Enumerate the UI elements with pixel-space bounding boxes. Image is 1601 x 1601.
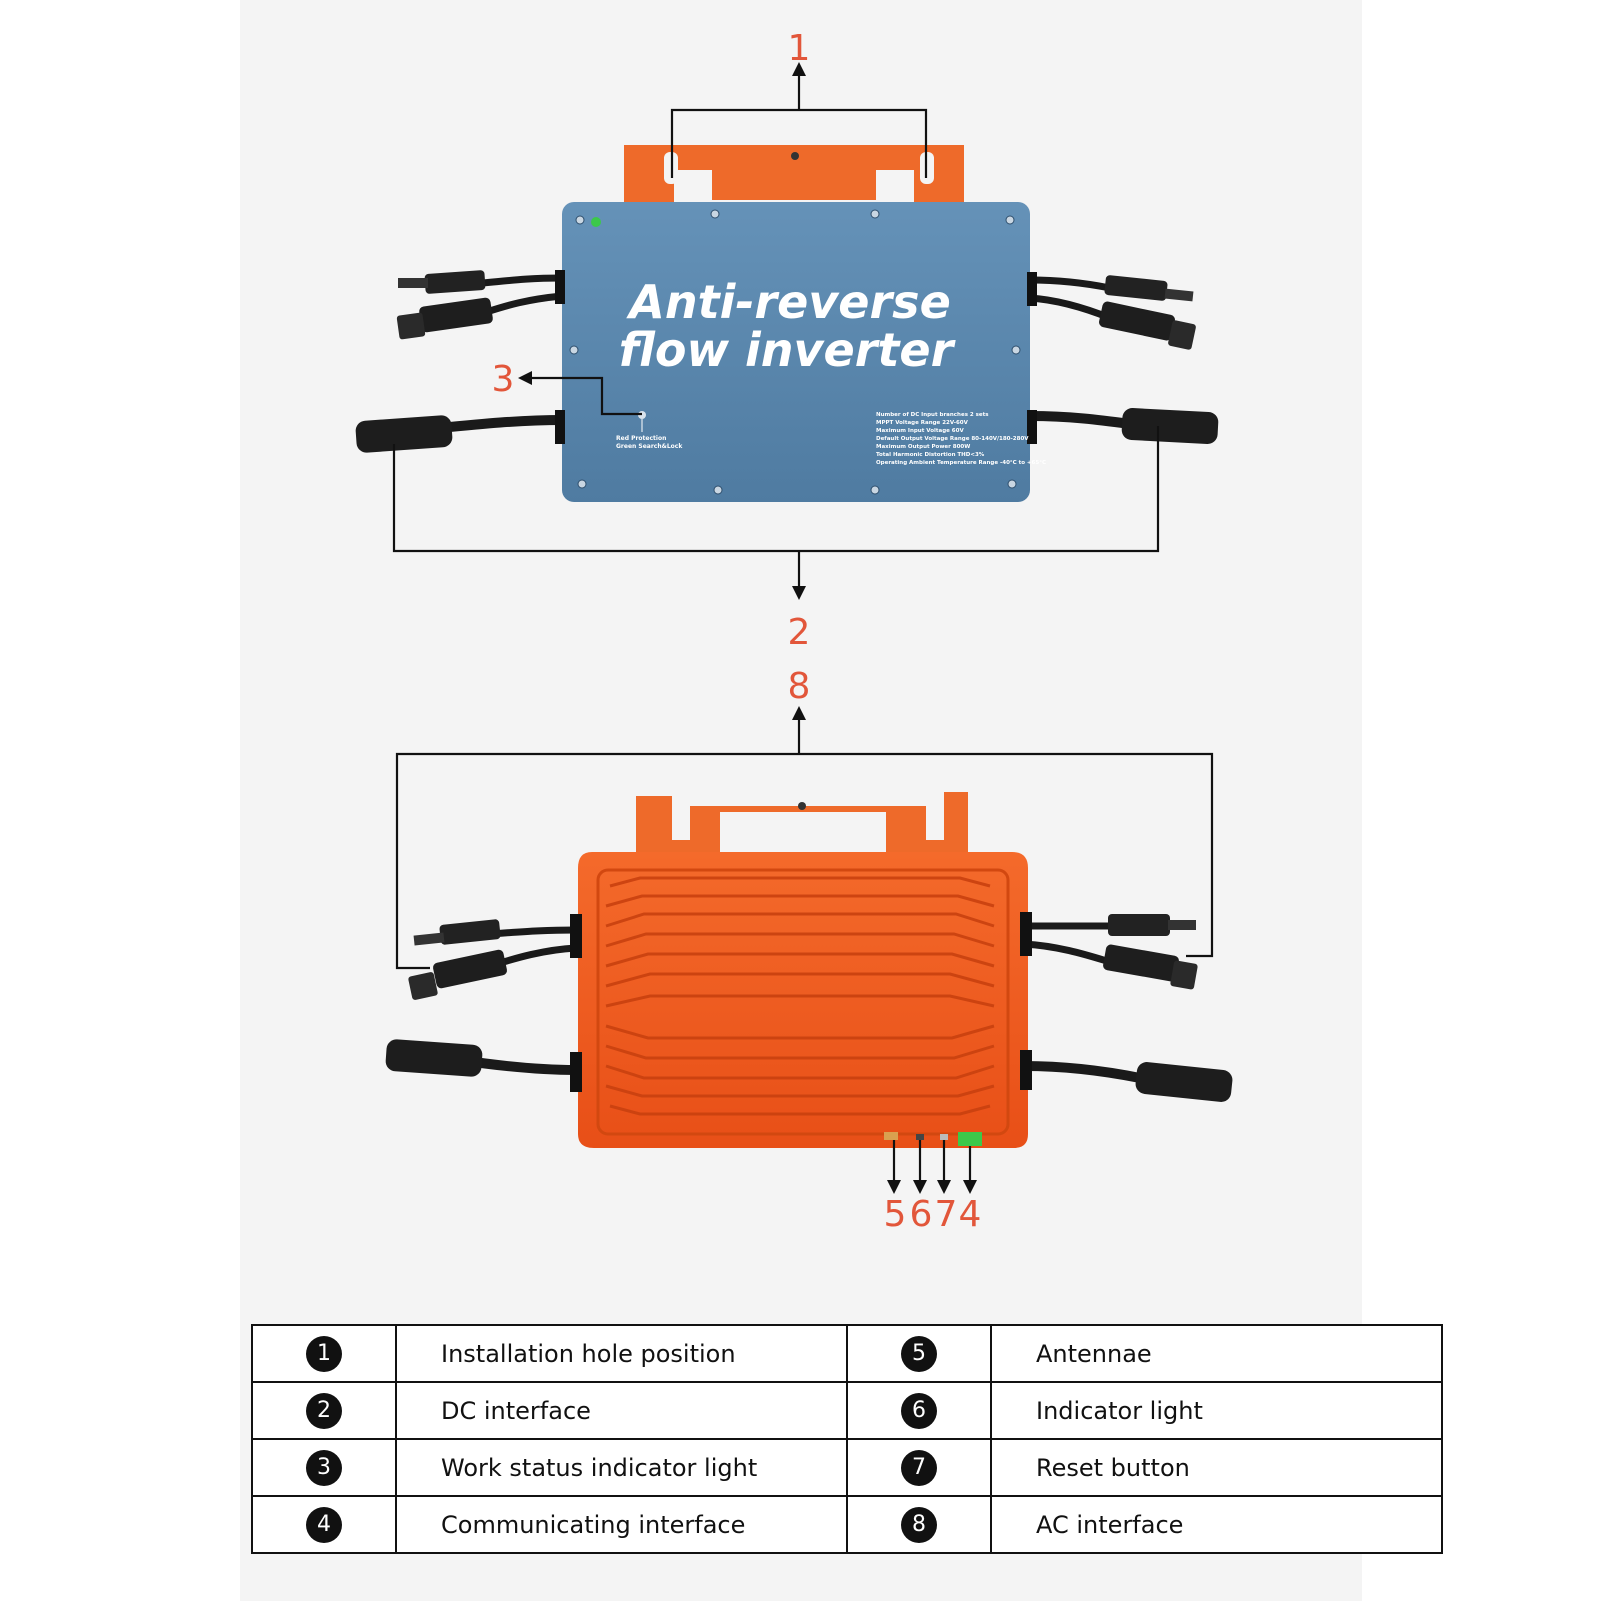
back-inverter [385, 792, 1233, 1148]
legend-text-cell: Installation hole position [395, 1324, 848, 1383]
legend-text-cell: Communicating interface [395, 1495, 848, 1554]
communicating-interface-icon [958, 1132, 982, 1146]
legend-table: 1 Installation hole position 5 Antennae … [251, 1324, 1443, 1554]
callout-3: 3 [492, 359, 515, 400]
callout-1: 1 [788, 28, 811, 69]
callout-4: 4 [959, 1194, 982, 1235]
callout-6: 6 [910, 1194, 933, 1235]
legend-text-cell: AC interface [990, 1495, 1443, 1554]
mounting-bracket-front [624, 145, 964, 205]
legend-number-cell: 7 [846, 1438, 992, 1497]
legend-text-cell: Work status indicator light [395, 1438, 848, 1497]
number-badge: 6 [901, 1392, 937, 1429]
legend-number-cell: 6 [846, 1381, 992, 1440]
ac-connector-right-front [1029, 408, 1219, 444]
table-row: 1 Installation hole position 5 Antennae [251, 1324, 1443, 1383]
dc-connectors-right-back [1023, 914, 1198, 990]
callout-2: 2 [788, 612, 811, 653]
number-badge: 5 [901, 1335, 937, 1372]
dc-connectors-right-front [1029, 275, 1196, 350]
number-badge: 1 [306, 1335, 342, 1372]
spec-line: Default Output Voltage Range 80-140V/180… [876, 436, 1029, 442]
ac-connector-left-front [355, 415, 563, 453]
spec-line: Operating Ambient Temperature Range -40°… [876, 460, 1046, 466]
bottom-port-leads [887, 1140, 977, 1194]
led-red-label: Red Protection [616, 435, 666, 442]
spec-line: Maximum Output Power 800W [876, 444, 970, 450]
number-badge: 2 [306, 1392, 342, 1429]
number-badge: 3 [306, 1449, 342, 1486]
indicator-light-icon [916, 1134, 924, 1140]
legend-number-cell: 5 [846, 1324, 992, 1383]
antennae-icon [884, 1132, 898, 1140]
spec-line: Number of DC Input branches 2 sets [876, 412, 989, 418]
spec-table: Number of DC Input branches 2 sets MPPT … [876, 412, 1046, 466]
spec-line: Maximum Input Voltage 60V [876, 428, 964, 434]
front-inverter: Anti-reverse flow inverter Red Protectio… [355, 145, 1219, 502]
spec-line: Total Harmonic Distortion THD<3% [876, 452, 985, 458]
front-title-line2: flow inverter [619, 323, 957, 377]
table-row: 4 Communicating interface 8 AC interface [251, 1495, 1443, 1554]
front-title-line1: Anti-reverse [626, 275, 951, 329]
legend-number-cell: 3 [251, 1438, 397, 1497]
legend-number-cell: 8 [846, 1495, 992, 1554]
ac-connector-right-back [1023, 1061, 1233, 1102]
led-green-label: Green Search&Lock [616, 443, 683, 450]
callout-7: 7 [935, 1194, 958, 1235]
spec-line: MPPT Voltage Range 22V-60V [876, 420, 969, 426]
work-status-indicator-icon [591, 217, 601, 227]
inverter-diagram: Anti-reverse flow inverter Red Protectio… [355, 28, 1233, 1235]
number-badge: 7 [901, 1449, 937, 1486]
callout-3-leads [518, 371, 642, 416]
legend-number-cell: 1 [251, 1324, 397, 1383]
reset-button-icon [940, 1134, 948, 1140]
legend-text-cell: Indicator light [990, 1381, 1443, 1440]
ac-connector-left-back [385, 1039, 577, 1077]
legend-number-cell: 2 [251, 1381, 397, 1440]
number-badge: 8 [901, 1506, 937, 1543]
number-badge: 4 [306, 1506, 342, 1543]
inverter-body-back [578, 852, 1028, 1148]
dc-connectors-left-front [396, 270, 563, 340]
legend-number-cell: 4 [251, 1495, 397, 1554]
callout-8: 8 [788, 666, 811, 707]
table-row: 3 Work status indicator light 7 Reset bu… [251, 1438, 1443, 1497]
inverter-body-front [562, 202, 1030, 502]
table-row: 2 DC interface 6 Indicator light [251, 1381, 1443, 1440]
legend-text-cell: Antennae [990, 1324, 1443, 1383]
legend-text-cell: Reset button [990, 1438, 1443, 1497]
callout-5: 5 [884, 1194, 907, 1235]
callout-8-leads [395, 706, 1214, 970]
callout-1-leads [670, 62, 928, 178]
legend-text-cell: DC interface [395, 1381, 848, 1440]
dc-connectors-left-back [408, 919, 577, 1000]
heat-sink-fins [605, 876, 995, 1116]
callout-2-leads [392, 426, 1160, 600]
